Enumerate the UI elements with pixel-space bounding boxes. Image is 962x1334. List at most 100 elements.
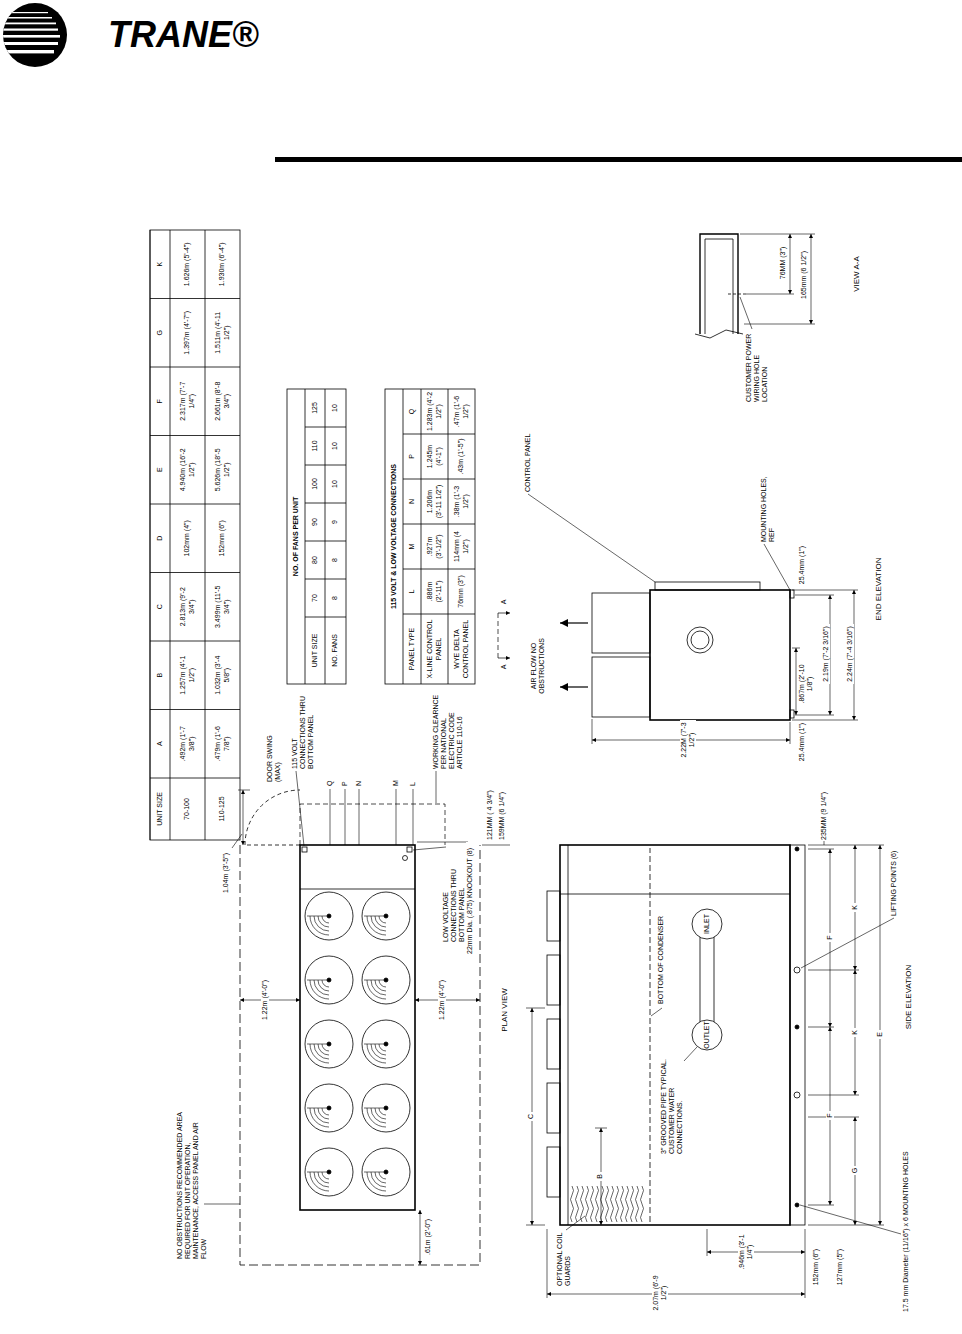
table-grid (305, 541, 346, 542)
table-grid (421, 389, 422, 684)
fan-symbol (310, 916, 329, 935)
dimension-letter: P (341, 776, 349, 786)
table-heading: UNIT SIZE (305, 617, 325, 684)
side-elevation (795, 1203, 799, 1207)
table-heading: NO. FANS (325, 617, 346, 684)
view-title: END ELEVATION (874, 544, 883, 634)
side-elevation (526, 1225, 545, 1226)
fan-symbol (305, 1148, 353, 1196)
side-elevation (568, 845, 569, 1225)
side-elevation (684, 1047, 697, 1061)
fan-shroud (547, 955, 560, 1005)
coil-guard (631, 1186, 634, 1222)
brand-logo (0, 29, 58, 31)
plan-view (403, 856, 408, 861)
side-elevation (526, 841, 901, 1298)
fan-symbol (314, 916, 329, 931)
fan-symbol (314, 980, 329, 995)
end-elevation (498, 613, 510, 614)
table-grid (305, 465, 346, 466)
end-elevation (691, 631, 709, 649)
note: MOUNTING HOLES, REF (760, 462, 776, 542)
note: AIR FLOW NO OBSTRUCTIONS (530, 628, 546, 704)
side-elevation (547, 1229, 548, 1298)
table-cell: 1.511m (4'-11 1/2") (205, 299, 240, 368)
side-elevation (692, 909, 722, 939)
table-cell: 102mm (4") (170, 504, 205, 573)
dimension-letter: C (527, 1112, 535, 1121)
end-elevation (687, 627, 713, 653)
dimension-letter: F (826, 1111, 834, 1120)
pipe-label: OUTLET (703, 1020, 711, 1050)
table-heading: M (403, 524, 421, 569)
table-grid (305, 427, 346, 428)
table-grid (150, 641, 240, 642)
end-elevation (792, 720, 858, 721)
table-cell: 3.499m (11'-5 3/4") (205, 573, 240, 642)
end-elevation (498, 613, 499, 658)
table-heading: 70 (305, 579, 325, 617)
section-view (695, 234, 815, 338)
table-grid (403, 524, 475, 525)
brand-logo-text: TRANE® (108, 14, 259, 55)
table-heading: 125 (305, 389, 325, 427)
section-letter: A (500, 663, 508, 671)
side-elevation (795, 847, 799, 851)
coil-guard (611, 1186, 614, 1222)
table-heading: B (150, 641, 170, 710)
table-grid (150, 778, 240, 779)
fan-symbol (367, 916, 386, 935)
fan-symbol (371, 1172, 386, 1187)
table-grid (150, 435, 240, 436)
end-elevation (655, 582, 760, 590)
table-heading: K (150, 230, 170, 299)
dimension-label: 76MM (3") (779, 238, 787, 288)
table-cell: 114mm (4 1/2") (448, 524, 475, 569)
fan-symbol (314, 1044, 329, 1059)
end-elevation (792, 648, 800, 649)
note: CUSTOMER POWER WIRING HOLE LOCATION (745, 330, 769, 402)
brand-logo (0, 3, 67, 67)
table-heading: 90 (305, 503, 325, 541)
table-grid (305, 579, 346, 580)
table-heading: Q (403, 389, 421, 434)
plan-view (417, 842, 468, 843)
table-heading: A (150, 710, 170, 779)
dimension-letter: G (851, 1166, 859, 1175)
section-letter: A (500, 598, 508, 606)
table-grid (305, 617, 346, 618)
brand-logo (0, 42, 58, 45)
fan-symbol (310, 980, 329, 999)
fan-symbol (367, 1044, 386, 1063)
side-elevation (566, 841, 901, 1234)
end-elevation (498, 494, 858, 744)
fan-symbol (307, 1044, 329, 1045)
dimension-label: 2.07m (6'-9 1/2") (652, 1272, 668, 1314)
fan-symbol (367, 980, 386, 999)
fan-symbol (310, 1172, 329, 1191)
fan-symbol (364, 980, 386, 981)
side-elevation (808, 1225, 884, 1226)
plan-view (204, 771, 510, 1265)
table-cell: 1.245m (4'-1") (421, 434, 448, 479)
drawing (150, 230, 901, 1298)
side-elevation (707, 1252, 805, 1253)
fan-symbol (362, 892, 410, 940)
table-cell: 1.206m (3'-11 1/2") (421, 479, 448, 524)
table-grid (150, 367, 240, 368)
dimension-letter: K (851, 1028, 859, 1037)
dimension-letter: Q (326, 776, 334, 786)
end-elevation (650, 590, 790, 720)
end-elevation (592, 593, 650, 653)
table-heading: PANEL TYPE (403, 614, 421, 684)
end-elevation (764, 544, 790, 590)
note: DOOR SWING (MAX) (266, 722, 282, 782)
fan-symbol (371, 980, 386, 995)
dimension-label: 2.22M (7'-3 1/2") (680, 720, 696, 760)
side-elevation (795, 1025, 799, 1029)
table-heading: D (150, 504, 170, 573)
section-view (705, 239, 733, 334)
fan-shroud (547, 1083, 560, 1133)
fan-symbol (364, 916, 386, 917)
